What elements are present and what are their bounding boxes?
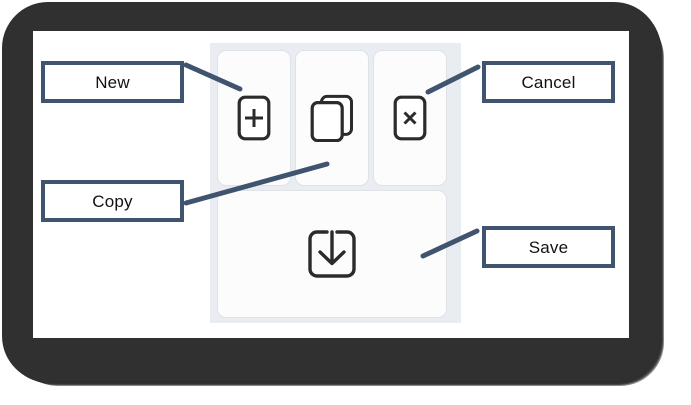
callout-text-new: New [95,72,130,92]
callout-text-cancel: Cancel [521,72,576,92]
callout-label-new: New [41,61,184,103]
callout-label-copy: Copy [41,180,184,222]
document-plus-icon [237,95,271,141]
document-close-icon [393,95,427,141]
new-button[interactable] [217,50,291,186]
callout-label-save: Save [482,226,615,268]
save-button[interactable] [217,190,447,318]
copy-button[interactable] [295,50,369,186]
callout-text-save: Save [528,237,569,257]
save-download-icon [306,228,358,280]
callout-text-copy: Copy [92,191,133,211]
cancel-button[interactable] [373,50,447,186]
callout-label-cancel: Cancel [482,61,615,103]
copy-documents-icon [309,94,355,142]
